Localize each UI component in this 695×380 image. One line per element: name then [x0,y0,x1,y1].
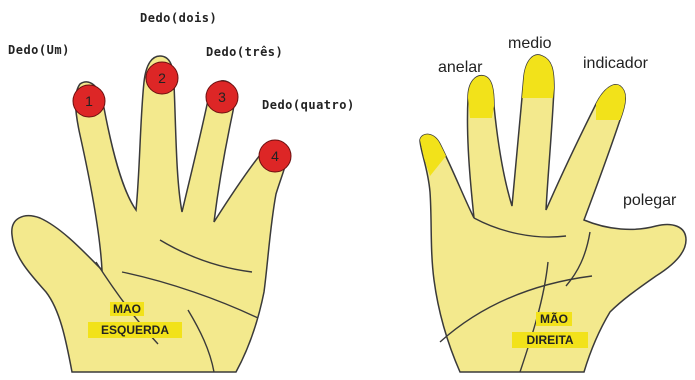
highlight-ring-finger [468,76,494,118]
finger-badge-4: 4 [259,140,291,172]
finger-badge-2: 2 [146,62,178,94]
right-finger-label-ring: anelar [438,59,483,76]
left-finger-label-2: Dedo(dois) [140,11,217,25]
right-hand-title-line2: DIREITA [526,333,573,347]
left-hand: Dedo(Um) Dedo(dois) Dedo(três) Dedo(quat… [8,11,355,372]
finger-badge-3: 3 [206,81,238,113]
right-finger-label-middle: medio [508,35,552,52]
finger-badge-2-number: 2 [158,70,166,86]
finger-badge-1: 1 [73,85,105,117]
right-finger-label-index: indicador [583,55,649,72]
left-hand-title-line2: ESQUERDA [101,323,169,337]
left-finger-label-3: Dedo(três) [206,45,283,59]
finger-badge-4-number: 4 [271,148,279,164]
left-finger-label-1: Dedo(Um) [8,43,70,57]
right-finger-label-thumb: polegar [623,192,677,209]
right-hand-title-line1: MÃO [540,311,568,326]
finger-badge-1-number: 1 [85,93,93,109]
right-hand: anelar medio indicador polegar MÃO DIREI… [420,35,686,372]
finger-badge-3-number: 3 [218,89,226,105]
highlight-index-finger [596,85,625,120]
left-finger-label-4: Dedo(quatro) [262,98,355,112]
left-hand-title-line1: MAO [113,302,141,316]
